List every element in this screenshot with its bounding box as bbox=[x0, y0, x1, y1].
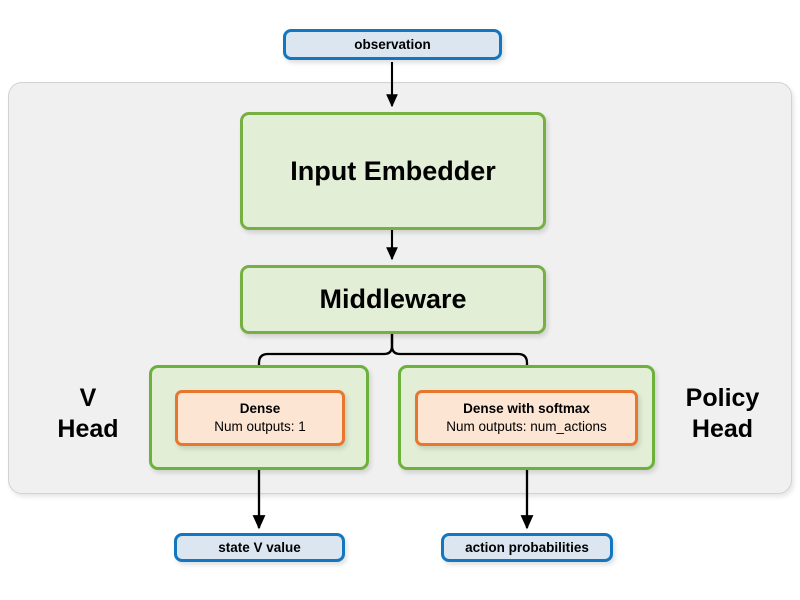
node-dense-policy-title: Dense with softmax bbox=[463, 401, 590, 417]
node-state-v-value[interactable]: state V value bbox=[174, 533, 345, 562]
label-policy-head-line2: Head bbox=[691, 414, 754, 443]
label-v-head-line2: Head bbox=[57, 414, 119, 443]
label-policy-head: Policy Head bbox=[660, 383, 785, 444]
node-action-probabilities-label: action probabilities bbox=[465, 540, 589, 555]
node-dense-value[interactable]: Dense Num outputs: 1 bbox=[175, 390, 345, 446]
node-dense-policy[interactable]: Dense with softmax Num outputs: num_acti… bbox=[415, 390, 638, 446]
node-observation-label: observation bbox=[354, 37, 431, 52]
node-input-embedder-label: Input Embedder bbox=[290, 155, 496, 186]
node-observation[interactable]: observation bbox=[283, 29, 502, 60]
label-v-head-line1: V bbox=[79, 384, 97, 412]
node-dense-value-subtitle: Num outputs: 1 bbox=[214, 419, 306, 434]
node-dense-policy-subtitle: Num outputs: num_actions bbox=[446, 419, 607, 434]
node-dense-value-title: Dense bbox=[239, 401, 281, 417]
node-state-v-value-label: state V value bbox=[218, 540, 301, 555]
label-v-head: V Head bbox=[32, 383, 144, 444]
node-middleware-label: Middleware bbox=[319, 284, 467, 314]
node-action-probabilities[interactable]: action probabilities bbox=[441, 533, 613, 562]
node-middleware[interactable]: Middleware bbox=[240, 265, 546, 334]
node-input-embedder[interactable]: Input Embedder bbox=[240, 112, 546, 230]
label-policy-head-line1: Policy bbox=[685, 384, 760, 412]
